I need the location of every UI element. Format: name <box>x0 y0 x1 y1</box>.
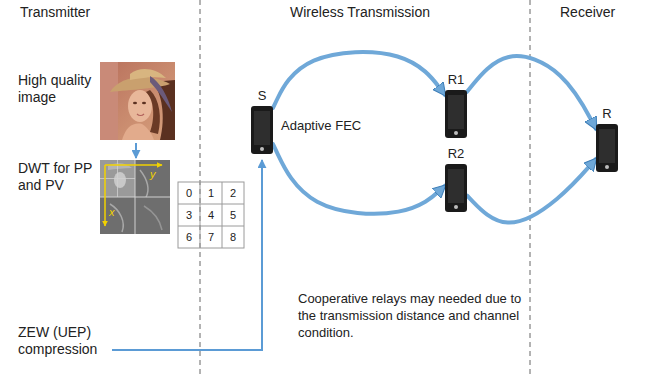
dwt-image <box>110 204 123 232</box>
phone-node: R1 <box>445 72 467 138</box>
lena-photo <box>137 114 144 116</box>
phone-screen <box>448 169 464 203</box>
section-divider <box>200 0 201 374</box>
wireless-link <box>273 144 445 214</box>
lena-photo <box>146 90 160 134</box>
phone-icon <box>445 90 467 138</box>
node-label: S <box>258 88 267 104</box>
flow-arrow <box>136 143 137 158</box>
phone-node: S <box>251 88 273 154</box>
phone-screen <box>448 95 464 129</box>
index-grid <box>200 182 201 248</box>
node-label: R2 <box>448 146 465 162</box>
phone-node: R <box>596 106 618 172</box>
lena-photo <box>133 102 137 104</box>
dwt-image <box>108 163 132 170</box>
table-cell: 5 <box>222 207 244 223</box>
dwt-image <box>100 160 170 234</box>
phone-icon <box>251 106 273 154</box>
lena-photo <box>100 62 175 140</box>
phone-screen <box>599 129 615 163</box>
step-label: ZEW (UEP) compression <box>18 324 110 358</box>
lena-photo <box>100 62 175 140</box>
wireless-link <box>273 52 445 108</box>
lena-photo <box>100 62 118 140</box>
index-grid <box>178 182 244 248</box>
table-cell: 0 <box>178 185 200 201</box>
note-text: Cooperative relays may needed due to the… <box>298 290 524 341</box>
input-arrow <box>112 160 262 350</box>
section-heading: Receiver <box>560 4 615 21</box>
phone-button <box>260 147 264 151</box>
step-label: DWT for PP and PV <box>18 160 98 194</box>
axis-label: y <box>150 166 156 183</box>
table-cell: 6 <box>178 229 200 245</box>
annotation: Adaptive FEC <box>281 117 361 134</box>
table-cell: 1 <box>200 185 222 201</box>
input-arrow <box>112 160 262 350</box>
phone-screen <box>254 111 270 145</box>
dwt-image <box>114 172 126 188</box>
dwt-image <box>100 197 170 198</box>
wireless-link <box>467 56 596 129</box>
step-label: High quality image <box>18 72 98 106</box>
section-divider <box>200 0 530 374</box>
lena-photo <box>130 69 166 80</box>
wireless-link <box>467 159 596 223</box>
section-heading: Wireless Transmission <box>290 4 430 21</box>
table-cell: 2 <box>222 185 244 201</box>
axis-arrow <box>105 165 162 226</box>
lena-photo <box>142 102 146 104</box>
axis-arrow <box>104 165 106 226</box>
index-grid <box>178 182 244 248</box>
table-cell: 4 <box>200 207 222 223</box>
table-cell: 8 <box>222 229 244 245</box>
table-cell: 7 <box>200 229 222 245</box>
phone-button <box>454 205 458 209</box>
node-label: R <box>602 106 611 122</box>
node-label: R1 <box>448 72 465 88</box>
flow-arrow <box>135 143 137 158</box>
dwt-image <box>144 206 162 230</box>
index-grid <box>178 204 244 205</box>
dwt-image <box>140 170 148 197</box>
phone-icon <box>445 164 467 212</box>
dwt-image <box>100 160 170 234</box>
phone-button <box>605 165 609 169</box>
axis-arrow <box>105 164 162 166</box>
table-cell: 3 <box>178 207 200 223</box>
phone-node: R2 <box>445 146 467 212</box>
index-grid <box>178 226 244 227</box>
axis-label: x <box>109 204 115 221</box>
section-heading: Transmitter <box>20 4 90 21</box>
phone-button <box>454 131 458 135</box>
index-grid <box>222 182 223 248</box>
lena-photo <box>122 124 154 140</box>
phone-icon <box>596 124 618 172</box>
